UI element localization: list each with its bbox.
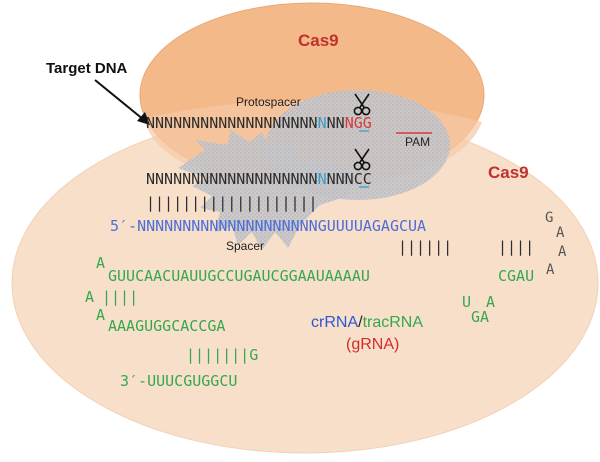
loop-g: G [545,210,553,226]
grna-label: (gRNA) [346,336,399,353]
target-dna-label: Target DNA [46,60,128,77]
grna-5prime-strand: 5′-NNNNNNNNNNNNNNNNNNNNGUUUUAGAGCUA [110,217,426,235]
tracr-line-2: AAAGUGGCACCGA [108,317,225,335]
tracr-top-a: A [96,254,105,272]
arrow-head-icon [137,112,150,125]
pam-label: PAM [405,135,430,149]
target-top-cut: N [318,114,327,132]
tracrrna-label: tracRNA [363,314,424,331]
target-dna-arrow [94,79,145,121]
target-top-main: NNNNNNNNNNNNNNNNNNN [146,114,318,132]
tracr-cgau: CGAU [498,267,534,285]
target-bottom-tail: NNNCC [327,170,372,188]
dna-grna-pairing: ||||||||||||||||||| [146,194,318,212]
crrna-tracrna-label: crRNA/tracRNA [311,314,423,331]
target-top-strand: NNNNNNNNNNNNNNNNNNNNNNNGG [146,114,372,132]
scissors-icon [353,148,371,171]
loop-a2: A [558,244,567,260]
spacer-label: Spacer [226,239,264,253]
pairing-right-2: |||| [498,238,534,256]
tracr-3prime-strand: 3′-UUUCGUGGCU [120,372,237,390]
tracr-pair-left: |||| [102,288,138,306]
loop2-a: A [486,293,495,311]
slash-label: / [358,314,363,331]
target-bottom-main: NNNNNNNNNNNNNNNNNNN [146,170,318,188]
cas9-top-label: Cas9 [298,31,339,50]
crrna-label: crRNA [311,314,358,331]
loop-a3: A [546,262,555,278]
pairing-right-1: |||||| [398,238,452,256]
tracr-line-2-a: A [96,306,105,324]
grey-blob-jagged [178,130,355,250]
tracr-line-1: GUUCAACUAUUGCCUGAUCGGAAUAAAAU [108,267,370,285]
scissors-icon [353,93,371,116]
cas9-right-label: Cas9 [488,163,529,182]
loop2-u: U [462,293,471,311]
loop2-ga: GA [471,308,489,326]
target-bottom-strand: NNNNNNNNNNNNNNNNNNNNNNNCC [146,170,372,188]
target-bottom-cut: N [318,170,327,188]
tracr-left-a: A [85,288,94,306]
loop-a1: A [556,225,565,241]
pam-sequence: NGG [345,114,372,132]
target-top-gap: NN [327,114,345,132]
protospacer-label: Protospacer [236,95,301,109]
pairing-bottom: |||||||G [186,346,258,364]
